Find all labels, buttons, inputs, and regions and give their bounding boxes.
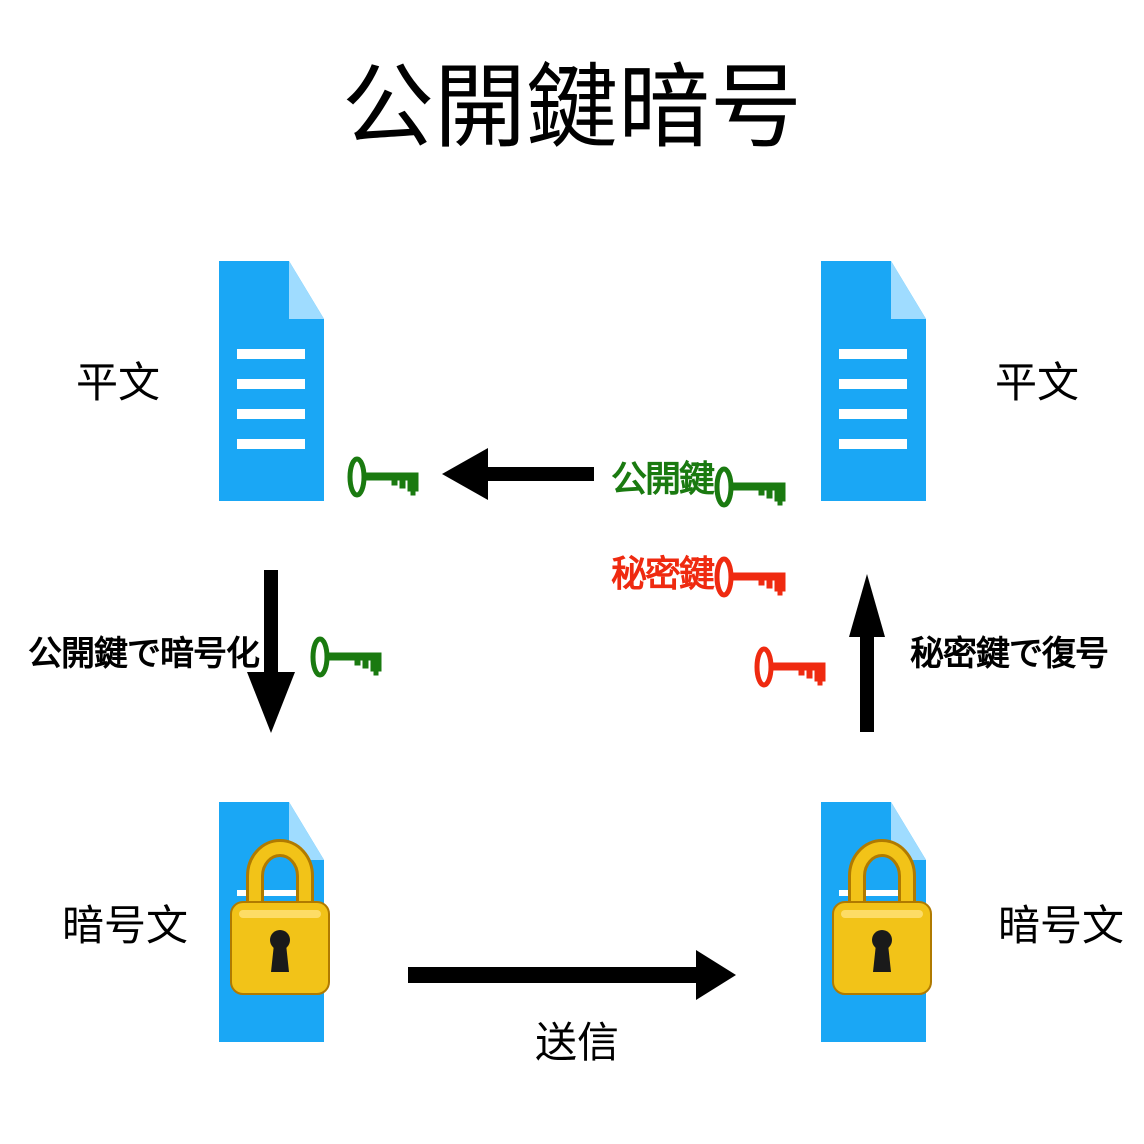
legend-private-key-label: 秘密鍵 xyxy=(611,554,715,595)
send-label: 送信 xyxy=(535,1018,620,1067)
public-key-icon-top-left xyxy=(350,459,418,495)
diagram-title: 公開鍵暗号 xyxy=(341,54,802,161)
ciphertext-label-right: 暗号文 xyxy=(998,901,1125,950)
encrypt-step-label: 公開鍵で暗号化 xyxy=(28,634,260,674)
plaintext-document-icon-left xyxy=(219,261,324,501)
legend-public-key-label: 公開鍵 xyxy=(611,459,715,500)
public-key-icon-legend xyxy=(717,469,785,505)
arrow-icon-right xyxy=(408,950,736,1000)
private-key-icon-legend xyxy=(717,559,785,595)
plaintext-document-icon-right xyxy=(821,261,926,501)
arrow-icon-left xyxy=(442,448,594,500)
plaintext-label-right: 平文 xyxy=(995,358,1080,407)
public-key-icon-encrypt xyxy=(313,639,381,675)
locked-document-icon-left xyxy=(219,802,329,1042)
plaintext-label-left: 平文 xyxy=(76,358,161,407)
locked-document-icon-right xyxy=(821,802,931,1042)
ciphertext-label-left: 暗号文 xyxy=(62,901,189,950)
decrypt-step-label: 秘密鍵で復号 xyxy=(910,634,1109,674)
arrow-icon-up xyxy=(849,574,885,732)
arrow-icon-down xyxy=(247,570,295,733)
private-key-icon-decrypt xyxy=(757,649,825,685)
